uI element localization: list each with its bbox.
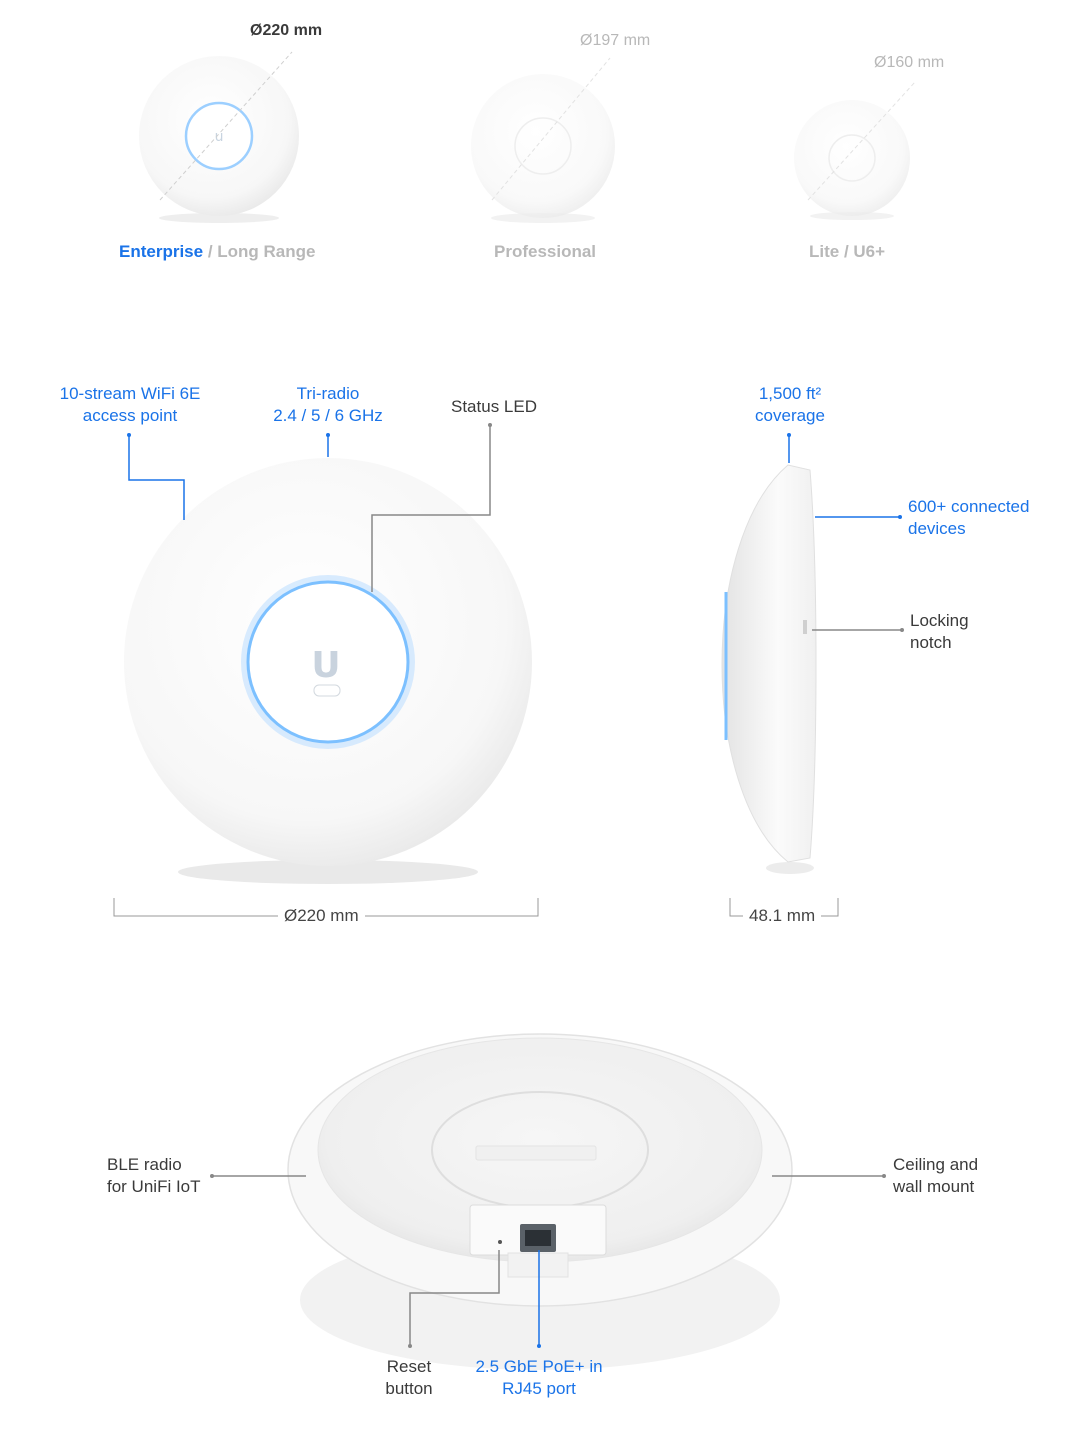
stream-line1: 10-stream WiFi 6E — [59, 384, 201, 403]
professional-disc — [471, 57, 615, 223]
long-range-name: Long Range — [217, 242, 316, 261]
professional-diameter: Ø197 mm — [580, 32, 651, 49]
front-diameter: Ø220 mm — [278, 906, 365, 926]
enterprise-name: Enterprise — [119, 242, 204, 261]
notch-line2: notch — [910, 633, 952, 652]
svg-text:U: U — [311, 645, 340, 686]
side-view-device — [721, 464, 817, 874]
coverage-line1: 1,500 ft² — [758, 384, 822, 403]
enterprise-disc: u — [139, 51, 299, 223]
mount-line1: Ceiling and — [893, 1155, 979, 1174]
lite-label: Lite / U6+ — [809, 242, 886, 261]
enterprise-diameter: Ø220 mm — [250, 22, 323, 39]
stream-callout: 10-stream WiFi 6E access point — [40, 383, 220, 427]
mount-line2: wall mount — [893, 1177, 975, 1196]
notch-callout: Locking notch — [910, 610, 969, 654]
lite-disc — [794, 81, 916, 220]
radio-line2: 2.4 / 5 / 6 GHz — [273, 406, 383, 425]
poe-line2: RJ45 port — [502, 1379, 576, 1398]
reset-line1: Reset — [386, 1357, 432, 1376]
front-callout-lines — [127, 423, 492, 592]
name-separator: / — [203, 242, 218, 261]
ble-line2: for UniFi IoT — [107, 1177, 201, 1196]
coverage-callout: 1,500 ft² coverage — [730, 383, 850, 427]
back-view-device — [287, 1033, 793, 1370]
notch-line1: Locking — [910, 611, 969, 630]
devices-callout: 600+ connected devices — [908, 496, 1029, 540]
stream-line2: access point — [82, 406, 178, 425]
front-view-device: U — [124, 458, 532, 884]
side-callout-lines — [787, 433, 904, 632]
ble-callout: BLE radio for UniFi IoT — [107, 1154, 201, 1198]
devices-line2: devices — [908, 519, 966, 538]
poe-callout: 2.5 GbE PoE+ in RJ45 port — [449, 1356, 629, 1400]
radio-line1: Tri-radio — [296, 384, 360, 403]
poe-line1: 2.5 GbE PoE+ in — [475, 1357, 603, 1376]
svg-text:u: u — [215, 129, 224, 145]
status-led-callout: Status LED — [451, 397, 537, 416]
back-callout-lines — [210, 1174, 886, 1348]
devices-line1: 600+ connected — [908, 497, 1030, 516]
reset-callout: Reset button — [359, 1356, 459, 1400]
enterprise-label: Enterprise / Long Range — [119, 242, 315, 262]
radio-callout: Tri-radio 2.4 / 5 / 6 GHz — [248, 383, 408, 427]
reset-line2: button — [385, 1379, 433, 1398]
mount-callout: Ceiling and wall mount — [893, 1154, 978, 1198]
coverage-line2: coverage — [755, 406, 825, 425]
professional-label: Professional — [494, 242, 597, 261]
side-depth: 48.1 mm — [743, 906, 822, 926]
lite-diameter: Ø160 mm — [874, 54, 945, 71]
ble-line1: BLE radio — [107, 1155, 182, 1174]
